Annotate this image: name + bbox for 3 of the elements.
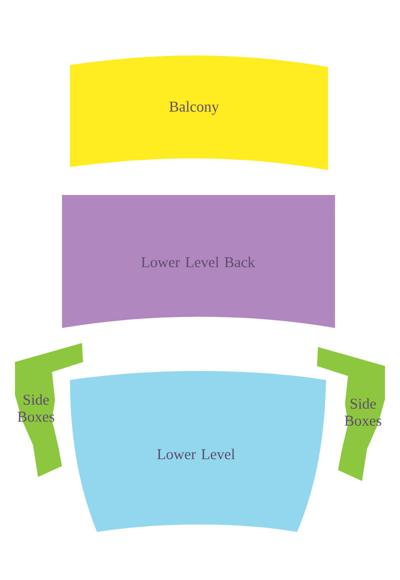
seating-section: Balcony	[70, 56, 328, 170]
seating-section: Lower Level	[70, 371, 326, 532]
seating-section: Lower Level Back	[62, 195, 335, 328]
